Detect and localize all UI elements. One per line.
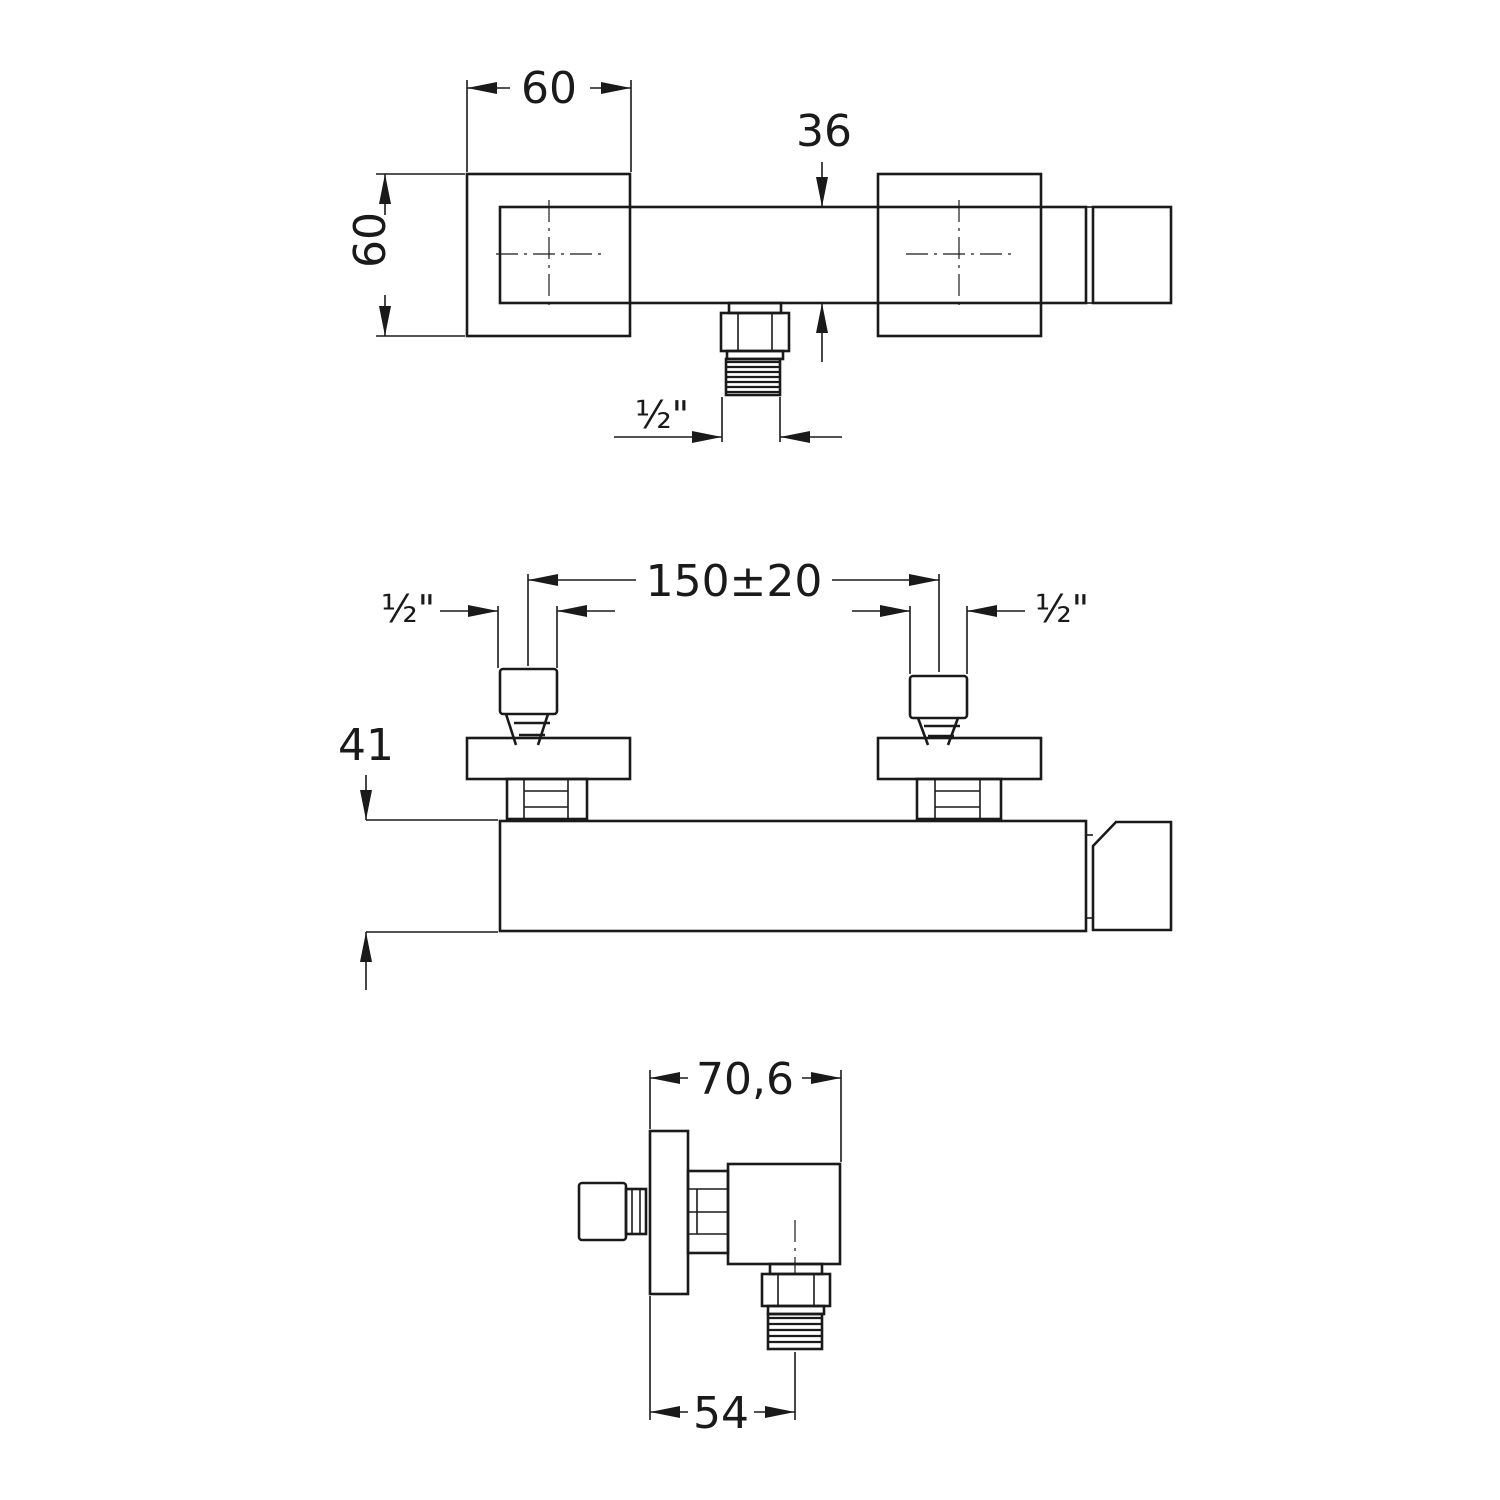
side-cap (577, 1181, 628, 1242)
right-wall-flange (876, 172, 1043, 338)
dim-label-outlet-offset: 54 (693, 1388, 749, 1439)
top-view: 60 60 36 ½" (345, 62, 1173, 443)
dim-left-inlet: ½" (381, 587, 615, 668)
dim-label-body-depth: 36 (796, 106, 852, 157)
dim-label-side-depth: 70,6 (696, 1054, 794, 1105)
handle-front (1091, 820, 1173, 932)
dim-label-top-height: 60 (345, 212, 396, 268)
left-eccentric-connection (465, 667, 632, 821)
dim-depth-70-6: 70,6 (649, 1053, 842, 1162)
mixer-body-top (498, 205, 1088, 305)
left-wall-flange (465, 172, 632, 338)
outlet-fitting-side (760, 1262, 832, 1351)
front-view: 150±20 ½" ½" 41 (338, 554, 1173, 990)
outlet-fitting-top (719, 301, 791, 397)
dim-label-left-inlet: ½" (381, 587, 435, 631)
side-wall-flange (648, 1129, 690, 1296)
mixer-body-front (498, 819, 1088, 933)
dim-spacing: 150±20 (527, 554, 940, 672)
dim-depth-36: 36 (796, 106, 852, 362)
dim-label-top-width: 60 (521, 63, 577, 114)
dim-offset-54: 54 (649, 1296, 796, 1440)
dim-height-60: 60 (345, 173, 465, 337)
handle-top (1091, 205, 1173, 305)
side-body (726, 1162, 842, 1266)
dim-label-right-inlet: ½" (1035, 587, 1089, 631)
dim-width-60: 60 (466, 62, 632, 172)
dim-label-body-height: 41 (338, 720, 394, 771)
dim-outlet-thread: ½" (614, 393, 842, 443)
dim-height-41: 41 (338, 720, 498, 990)
right-eccentric-connection (876, 674, 1043, 821)
dim-label-spacing: 150±20 (646, 556, 823, 607)
dim-label-outlet-thread: ½" (635, 393, 689, 437)
dim-right-inlet: ½" (852, 587, 1089, 674)
side-view: 70,6 54 (577, 1053, 842, 1440)
